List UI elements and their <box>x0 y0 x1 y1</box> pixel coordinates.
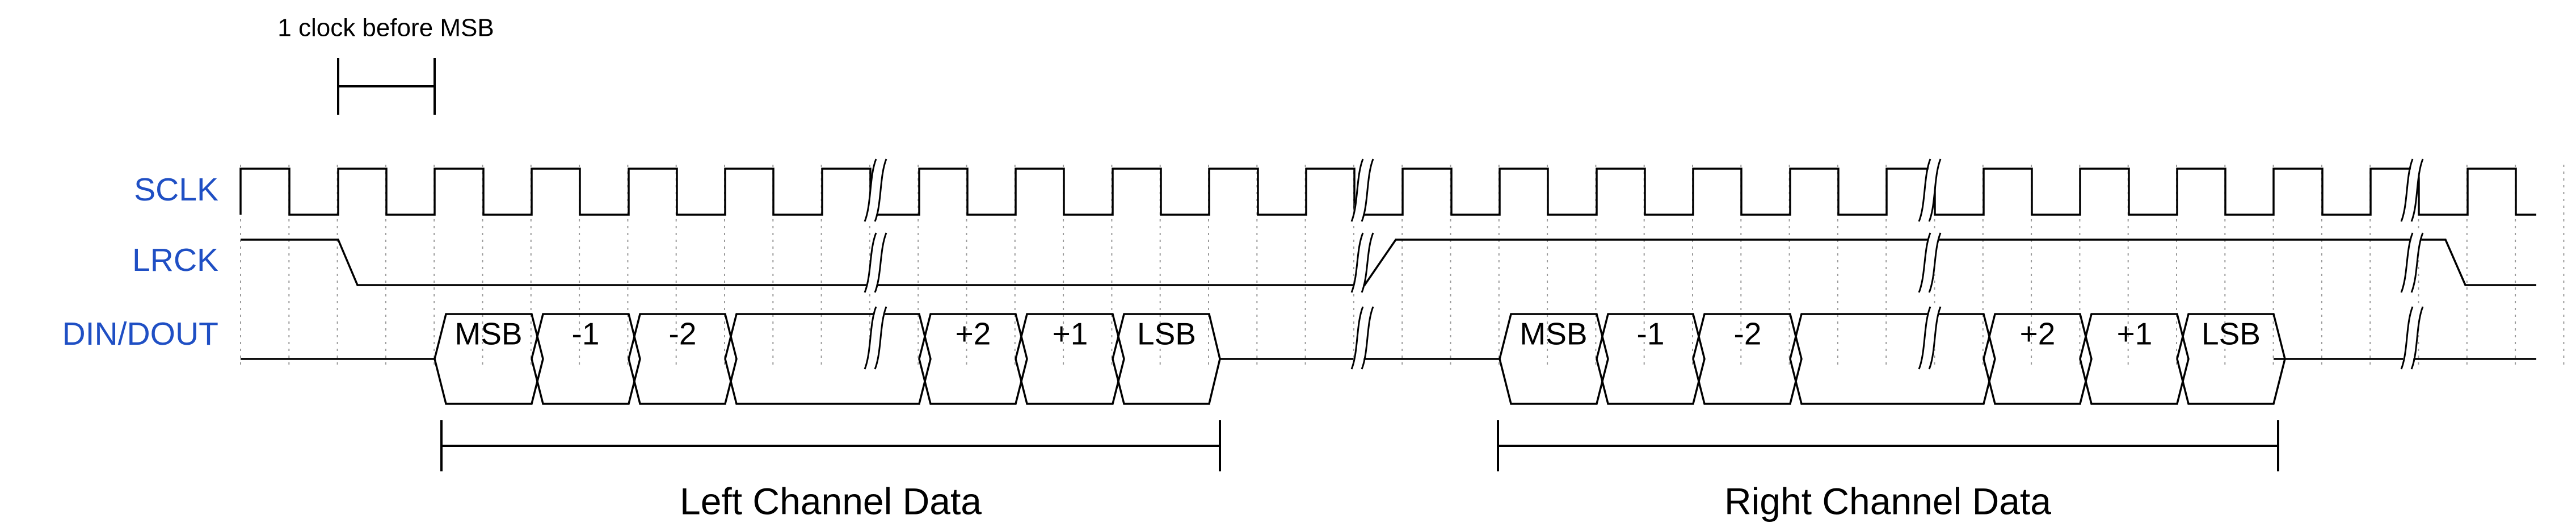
sclk-wave <box>239 168 2536 216</box>
break-marker <box>864 232 887 293</box>
din-left-bit-5: LSB <box>1137 316 1196 352</box>
din-left-cell-3 <box>918 313 1028 405</box>
lrck-label: LRCK <box>132 242 218 278</box>
din-right-bit-2: -2 <box>1734 316 1762 352</box>
din-left-bit-1: -1 <box>572 316 600 352</box>
din-right-cell-mid <box>1789 313 1996 405</box>
offset-annotation: 1 clock before MSB <box>277 14 494 115</box>
left-channel-label: Left Channel Data <box>680 480 982 522</box>
din-left-cell-5 <box>1112 313 1221 405</box>
offset-bracket <box>337 58 436 115</box>
din-right-bit-4: +1 <box>2117 316 2153 352</box>
din-left-cell-1 <box>531 313 641 405</box>
break-marker <box>1350 306 1374 370</box>
left-channel-bracket <box>440 420 1221 471</box>
din-left-cell-0 <box>433 313 544 405</box>
din-right-bit-0: MSB <box>1519 316 1587 352</box>
din-right-cell-3 <box>1982 313 2093 405</box>
din-left-cell-4 <box>1015 313 1125 405</box>
din-left-cell-mid <box>724 313 932 405</box>
break-marker <box>2400 306 2424 370</box>
din-right-cell-5 <box>2176 313 2286 405</box>
left-channel-span: Left Channel Data <box>440 420 1221 522</box>
din-right-cell-1 <box>1596 313 1706 405</box>
din-right-bit-3: +2 <box>2020 316 2056 352</box>
right-channel-bracket <box>1497 420 2279 471</box>
break-marker <box>2400 232 2424 293</box>
din-right-bit-1: -1 <box>1637 316 1665 352</box>
din-left-bit-0: MSB <box>454 316 522 352</box>
din-left-cell-2 <box>628 313 738 405</box>
break-marker <box>864 306 887 370</box>
lrck-wave <box>241 239 2536 286</box>
din-dout-label: DIN/DOUT <box>62 316 218 352</box>
din-left-bit-4: +1 <box>1053 316 1088 352</box>
break-marker <box>1350 232 1374 293</box>
break-marker <box>1918 306 1942 370</box>
din-right-cell-0 <box>1499 313 1609 405</box>
din-dout-wave: MSB -1 -2 +2 +1 LSB MSB -1 -2 +2 +1 LSB <box>241 313 2536 405</box>
din-right-bit-5: LSB <box>2202 316 2261 352</box>
din-right-cell-2 <box>1692 313 1803 405</box>
din-left-bit-3: +2 <box>956 316 991 352</box>
break-marker <box>2400 158 2424 222</box>
break-marker <box>1918 232 1942 293</box>
break-marker <box>1350 158 1374 222</box>
sclk-label: SCLK <box>134 172 218 208</box>
right-channel-label: Right Channel Data <box>1724 480 2051 522</box>
din-left-bit-2: -2 <box>669 316 697 352</box>
right-channel-span: Right Channel Data <box>1497 420 2279 522</box>
din-right-cell-4 <box>2079 313 2190 405</box>
break-marker <box>1918 158 1942 222</box>
time-break-markers <box>864 158 2424 370</box>
break-marker <box>864 158 887 222</box>
offset-note: 1 clock before MSB <box>277 14 494 42</box>
